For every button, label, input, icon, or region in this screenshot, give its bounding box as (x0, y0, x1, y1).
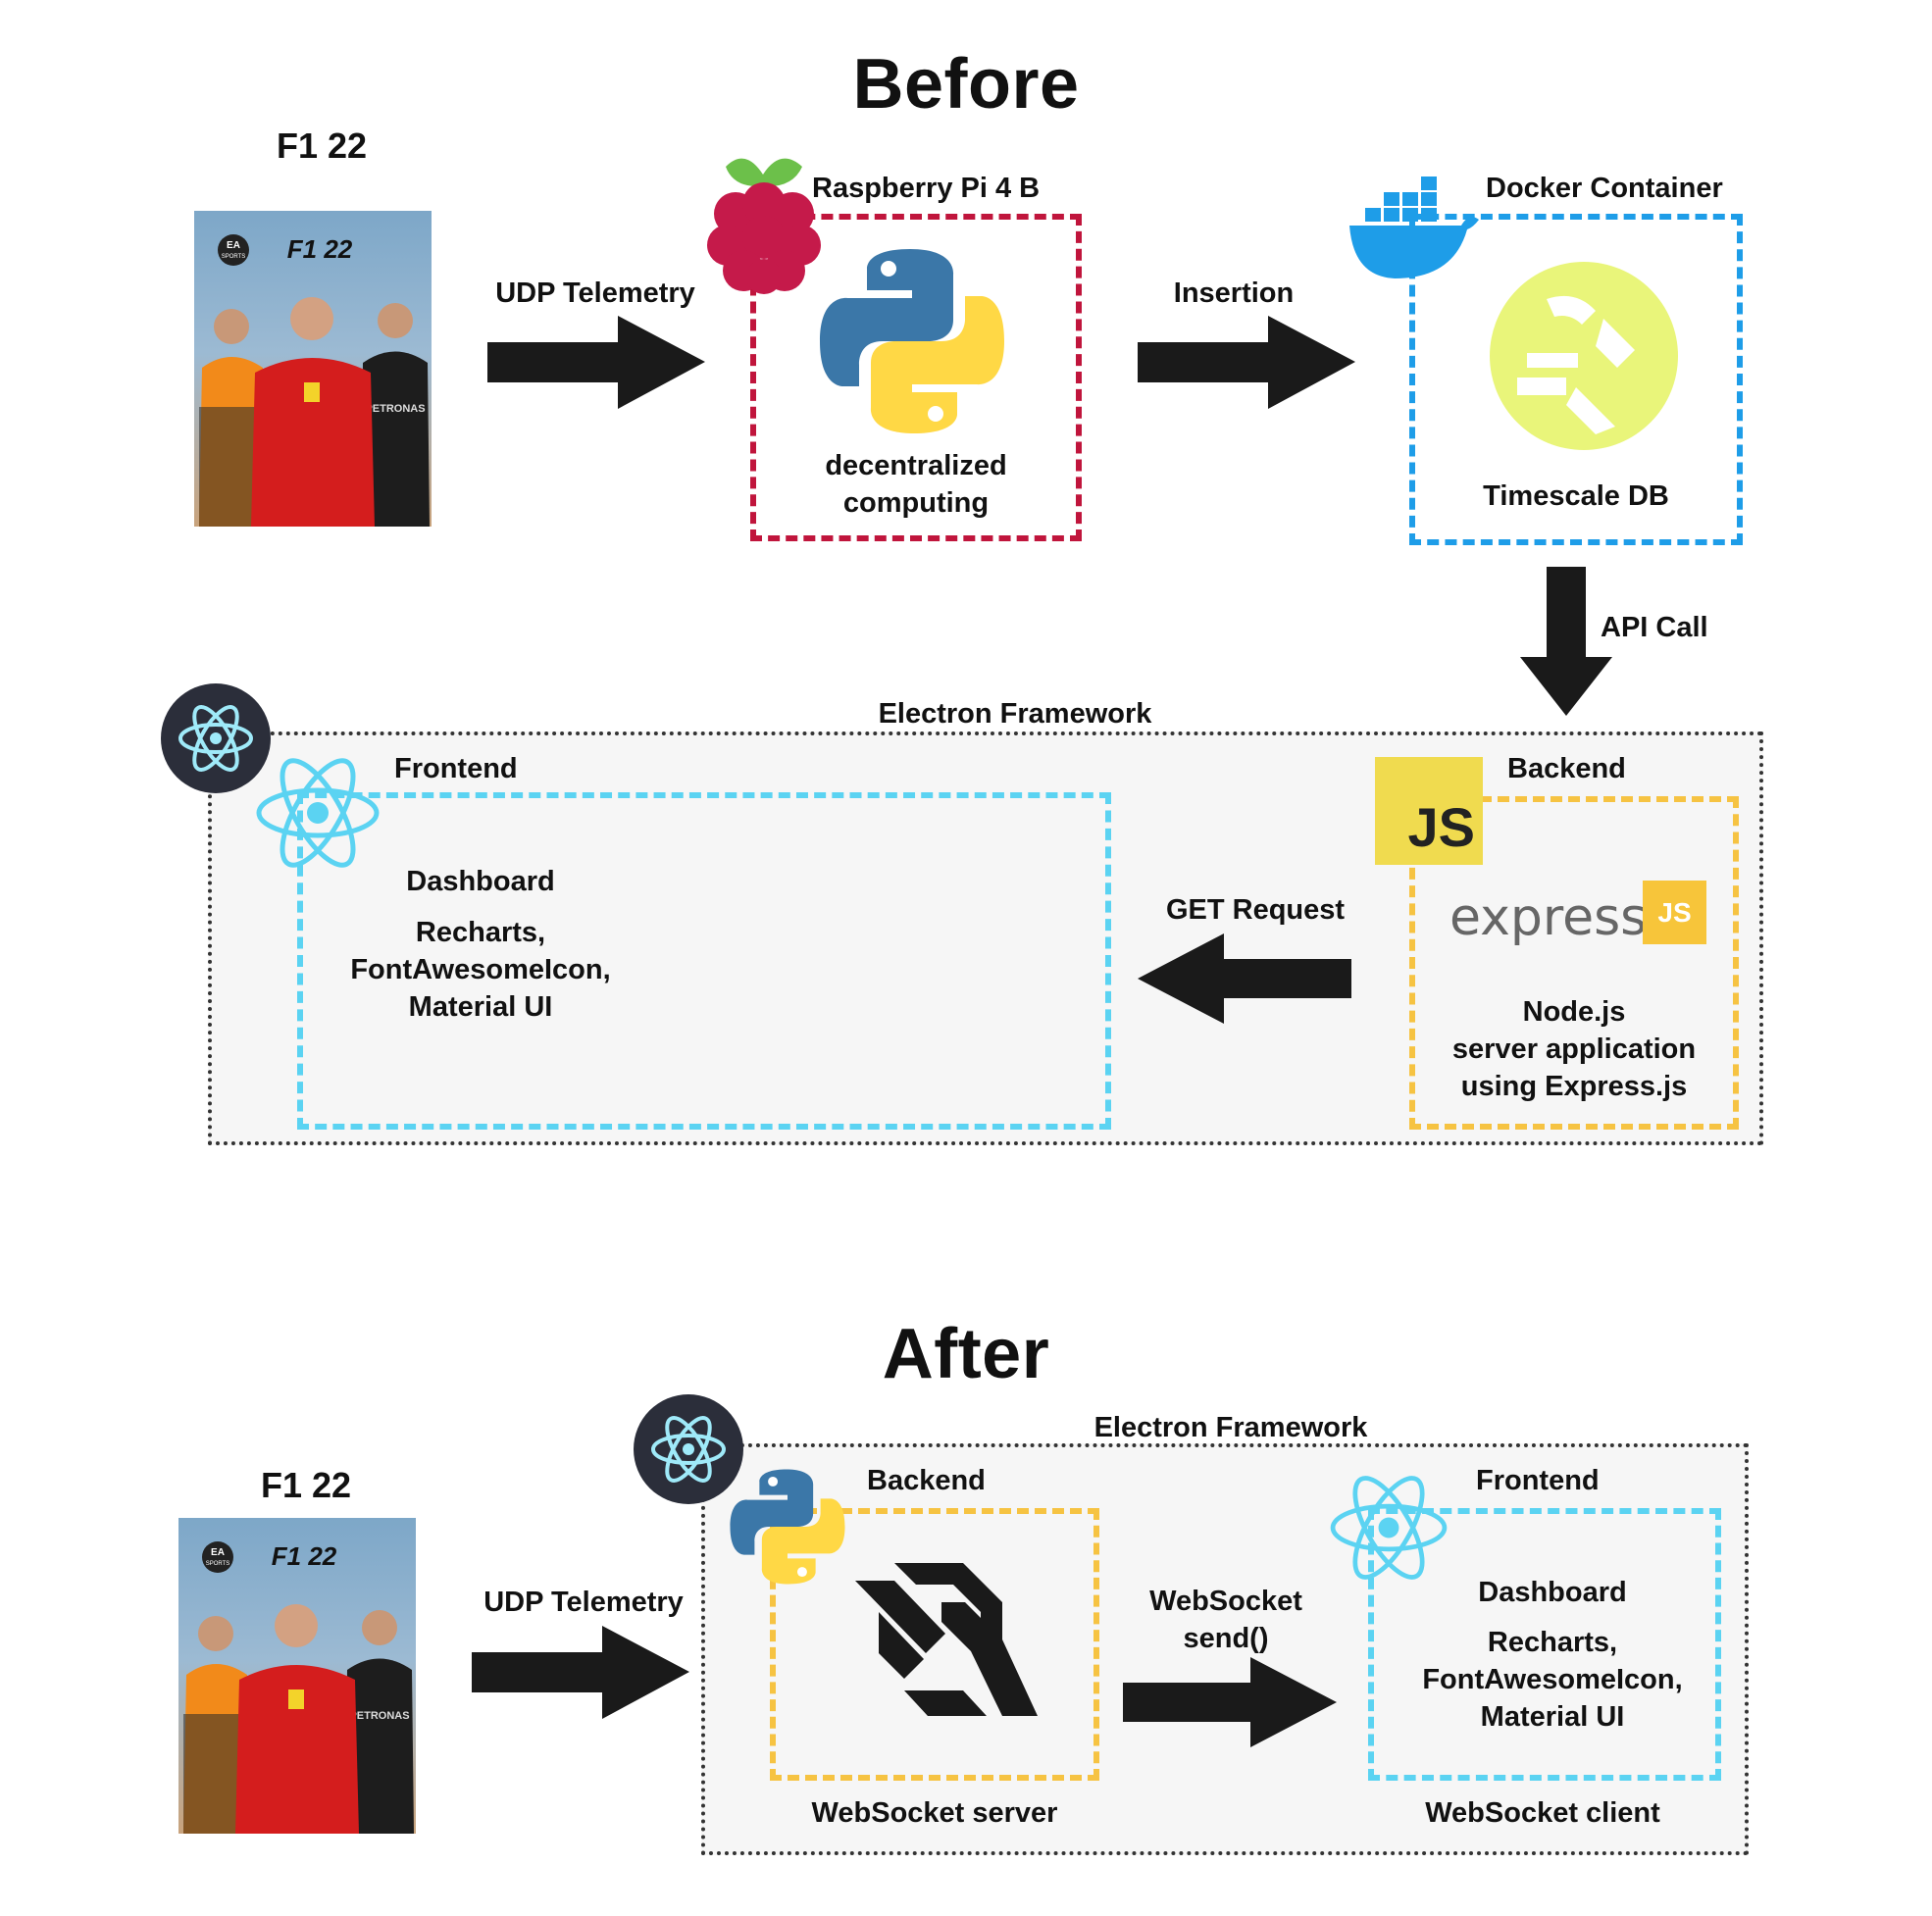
svg-text:SPORTS: SPORTS (206, 1561, 230, 1567)
backend-title-before: Backend (1507, 753, 1626, 784)
docker-box (1409, 214, 1743, 545)
python-icon-after (728, 1467, 847, 1591)
electron-icon (161, 683, 271, 798)
docker-icon (1346, 169, 1483, 291)
websocket-icon (855, 1563, 1038, 1721)
get-arrow-icon (1138, 933, 1351, 1029)
game-cover-image-after: EA SPORTS F1 22 PETRONAS (178, 1518, 416, 1834)
api-arrow-icon (1520, 567, 1612, 721)
timescale-icon (1488, 260, 1680, 457)
dashboard-libs-after: Recharts,FontAwesomeIcon,Material UI (1422, 1627, 1683, 1733)
electron-icon-after (634, 1394, 743, 1509)
backend-box-after (770, 1508, 1099, 1781)
game-cover-image: EA SPORTS F1 22 PETRONAS (194, 211, 432, 527)
svg-text:F1 22: F1 22 (287, 234, 353, 264)
svg-text:SPORTS: SPORTS (222, 254, 246, 260)
udp-arrow-icon-after (472, 1626, 689, 1724)
api-call-label: API Call (1601, 612, 1708, 643)
svg-text:PETRONAS: PETRONAS (349, 1710, 409, 1722)
js-icon: JS (1375, 757, 1483, 865)
udp-telemetry-label-after: UDP Telemetry (483, 1587, 684, 1618)
raspberry-pi-box (750, 214, 1082, 541)
react-icon-after (1327, 1473, 1450, 1588)
backend-box-before (1409, 796, 1739, 1130)
insertion-arrow-icon (1138, 316, 1355, 414)
websocket-arrow-icon (1123, 1657, 1337, 1752)
raspberry-pi-title: Raspberry Pi 4 B (812, 173, 1041, 204)
dashboard-heading-after: Dashboard (1478, 1577, 1627, 1608)
before-title: Before (852, 45, 1080, 124)
python-icon (816, 245, 1008, 442)
docker-title: Docker Container (1486, 173, 1723, 204)
websocket-client-caption: WebSocket client (1425, 1797, 1660, 1829)
websocket-server-caption: WebSocket server (811, 1797, 1058, 1829)
frontend-title-after: Frontend (1476, 1465, 1600, 1496)
raspberry-pi-icon (706, 147, 822, 299)
get-request-label: GET Request (1165, 894, 1346, 926)
frontend-box-after (1368, 1508, 1721, 1781)
insertion-label: Insertion (1173, 277, 1295, 309)
electron-title-before: Electron Framework (878, 698, 1152, 730)
dashboard-libs-before: Recharts,FontAwesomeIcon,Material UI (350, 917, 611, 1023)
dashboard-heading-before: Dashboard (406, 866, 555, 897)
svg-text:F1 22: F1 22 (272, 1541, 337, 1571)
after-title: After (882, 1315, 1050, 1393)
timescale-caption: Timescale DB (1483, 480, 1669, 512)
game-title: F1 22 (276, 126, 368, 166)
frontend-box-before (297, 792, 1111, 1130)
game-title-after: F1 22 (260, 1465, 352, 1505)
backend-title-after: Backend (867, 1465, 986, 1496)
electron-title-after: Electron Framework (1093, 1412, 1368, 1443)
udp-telemetry-label: UDP Telemetry (495, 277, 695, 309)
svg-text:EA: EA (227, 240, 240, 251)
frontend-title-before: Frontend (394, 753, 518, 784)
svg-text:EA: EA (211, 1547, 225, 1558)
svg-text:PETRONAS: PETRONAS (365, 403, 425, 415)
express-icon: express JS (1449, 881, 1714, 953)
react-icon (253, 755, 382, 876)
udp-arrow-icon (487, 316, 705, 414)
